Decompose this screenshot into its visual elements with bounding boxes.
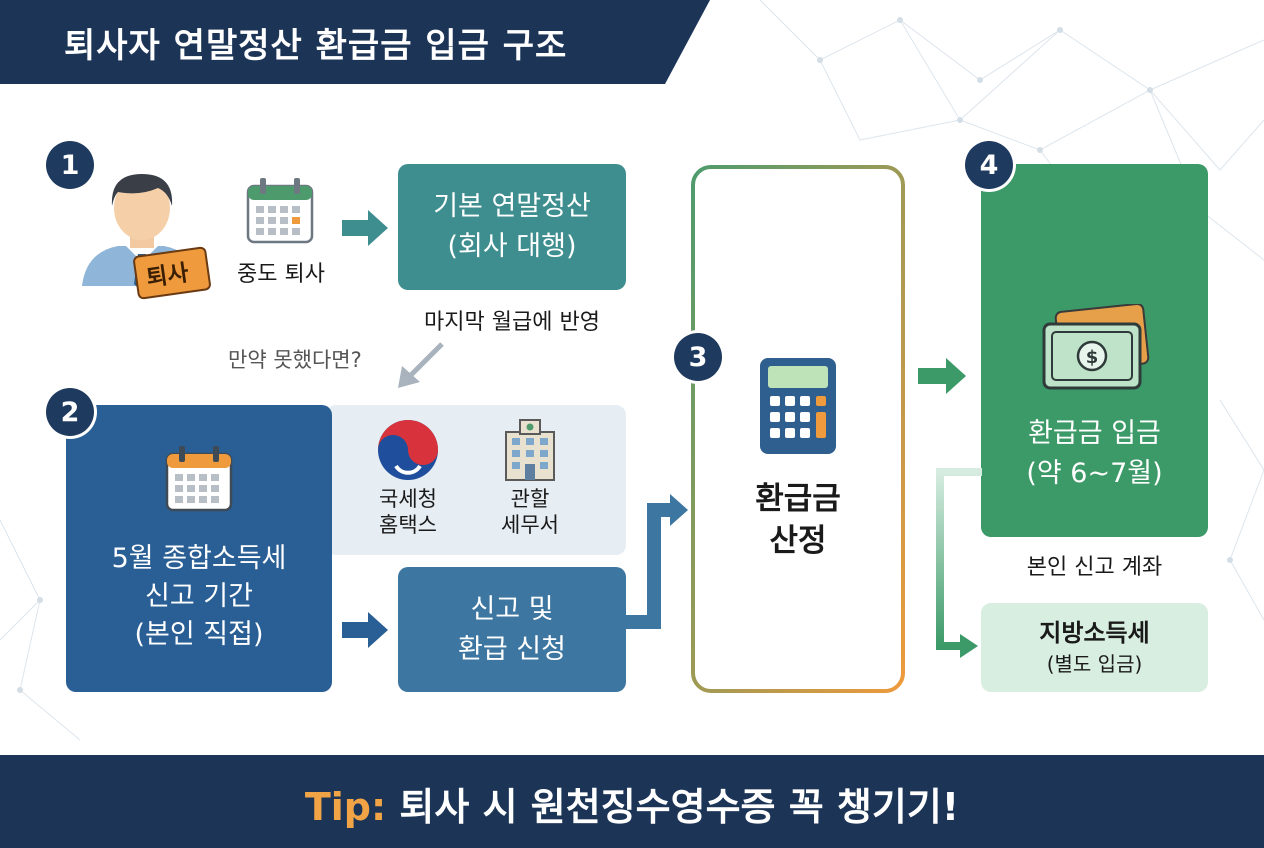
own-account-note: 본인 신고 계좌 xyxy=(1026,555,1163,580)
refund-deposit-line2: (약 6~7월) xyxy=(1026,458,1163,489)
arrow-right-icon xyxy=(342,612,388,648)
nts-logo-icon xyxy=(378,420,438,480)
may-income-tax-line1: 5월 종합소득세 xyxy=(111,542,287,574)
may-income-tax-box: 5월 종합소득세 신고 기간 (본인 직접) xyxy=(66,405,332,692)
nts-label: 국세청 홈택스 xyxy=(350,486,466,538)
refund-calculation-label: 환급금 산정 xyxy=(690,478,906,562)
tax-office-building-icon xyxy=(505,419,555,481)
may-income-tax-line3: (본인 직접) xyxy=(134,618,264,650)
refund-deposit-line1: 환급금 입금 xyxy=(1028,418,1161,449)
refund-deposit-box: $ 환급금 입금 (약 6~7월) xyxy=(981,164,1208,537)
basic-settlement-box: 기본 연말정산 (회사 대행) xyxy=(398,164,626,290)
refund-calculation-line1: 환급금 xyxy=(755,481,841,517)
tip-text: 퇴사 시 원천징수영수증 꼭 챙기기! xyxy=(386,785,960,829)
step-2-badge: 2 xyxy=(46,388,94,436)
svg-text:$: $ xyxy=(1085,347,1098,368)
step-4-badge: 4 xyxy=(965,141,1013,189)
file-refund-line2: 환급 신청 xyxy=(458,633,566,665)
arrow-right-icon xyxy=(918,358,966,394)
local-income-tax-line2: (별도 입금) xyxy=(1046,651,1143,676)
step-1-badge: 1 xyxy=(46,141,94,189)
branch-arrow-icon xyxy=(936,468,982,658)
tax-office-label: 관할 세무서 xyxy=(480,486,580,538)
local-income-tax-box: 지방소득세 (별도 입금) xyxy=(981,603,1208,692)
nts-label-line2: 홈택스 xyxy=(379,513,437,537)
agency-panel xyxy=(326,405,626,555)
local-income-tax-line1: 지방소득세 xyxy=(1039,618,1150,647)
calendar-icon-orange xyxy=(165,445,233,511)
resign-tag-shape xyxy=(133,246,211,300)
elbow-arrow-up-icon xyxy=(626,494,688,629)
mid-resign-caption: 중도 퇴사 xyxy=(237,262,325,287)
arrow-right-icon xyxy=(342,210,388,246)
resign-tag: 퇴사 xyxy=(144,260,191,292)
basic-settlement-line1: 기본 연말정산 xyxy=(433,191,591,222)
if-not-note: 만약 못했다면? xyxy=(228,348,362,372)
title-banner xyxy=(0,0,710,84)
last-salary-note: 마지막 월급에 반영 xyxy=(424,310,600,335)
calculator-icon xyxy=(760,358,836,454)
tax-office-label-line1: 관할 xyxy=(510,487,550,511)
calendar-icon xyxy=(246,178,314,244)
nts-label-line1: 국세청 xyxy=(379,487,437,511)
may-income-tax-line2: 신고 기간 xyxy=(145,580,253,612)
money-wallet-icon: $ xyxy=(1042,304,1149,390)
footer-tip: Tip: 퇴사 시 원천징수영수증 꼭 챙기기! xyxy=(0,776,1264,831)
page-title: 퇴사자 연말정산 환급금 입금 구조 xyxy=(64,26,568,66)
tax-office-label-line2: 세무서 xyxy=(501,513,559,537)
file-refund-box: 신고 및 환급 신청 xyxy=(398,567,626,692)
file-refund-line1: 신고 및 xyxy=(470,593,554,625)
step-3-badge: 3 xyxy=(674,333,722,381)
footer-bar xyxy=(0,755,1264,848)
tip-label: Tip: xyxy=(304,785,387,829)
basic-settlement-line2: (회사 대행) xyxy=(447,231,577,262)
diagonal-down-arrow-icon xyxy=(398,342,444,388)
refund-calculation-line2: 산정 xyxy=(769,523,827,559)
